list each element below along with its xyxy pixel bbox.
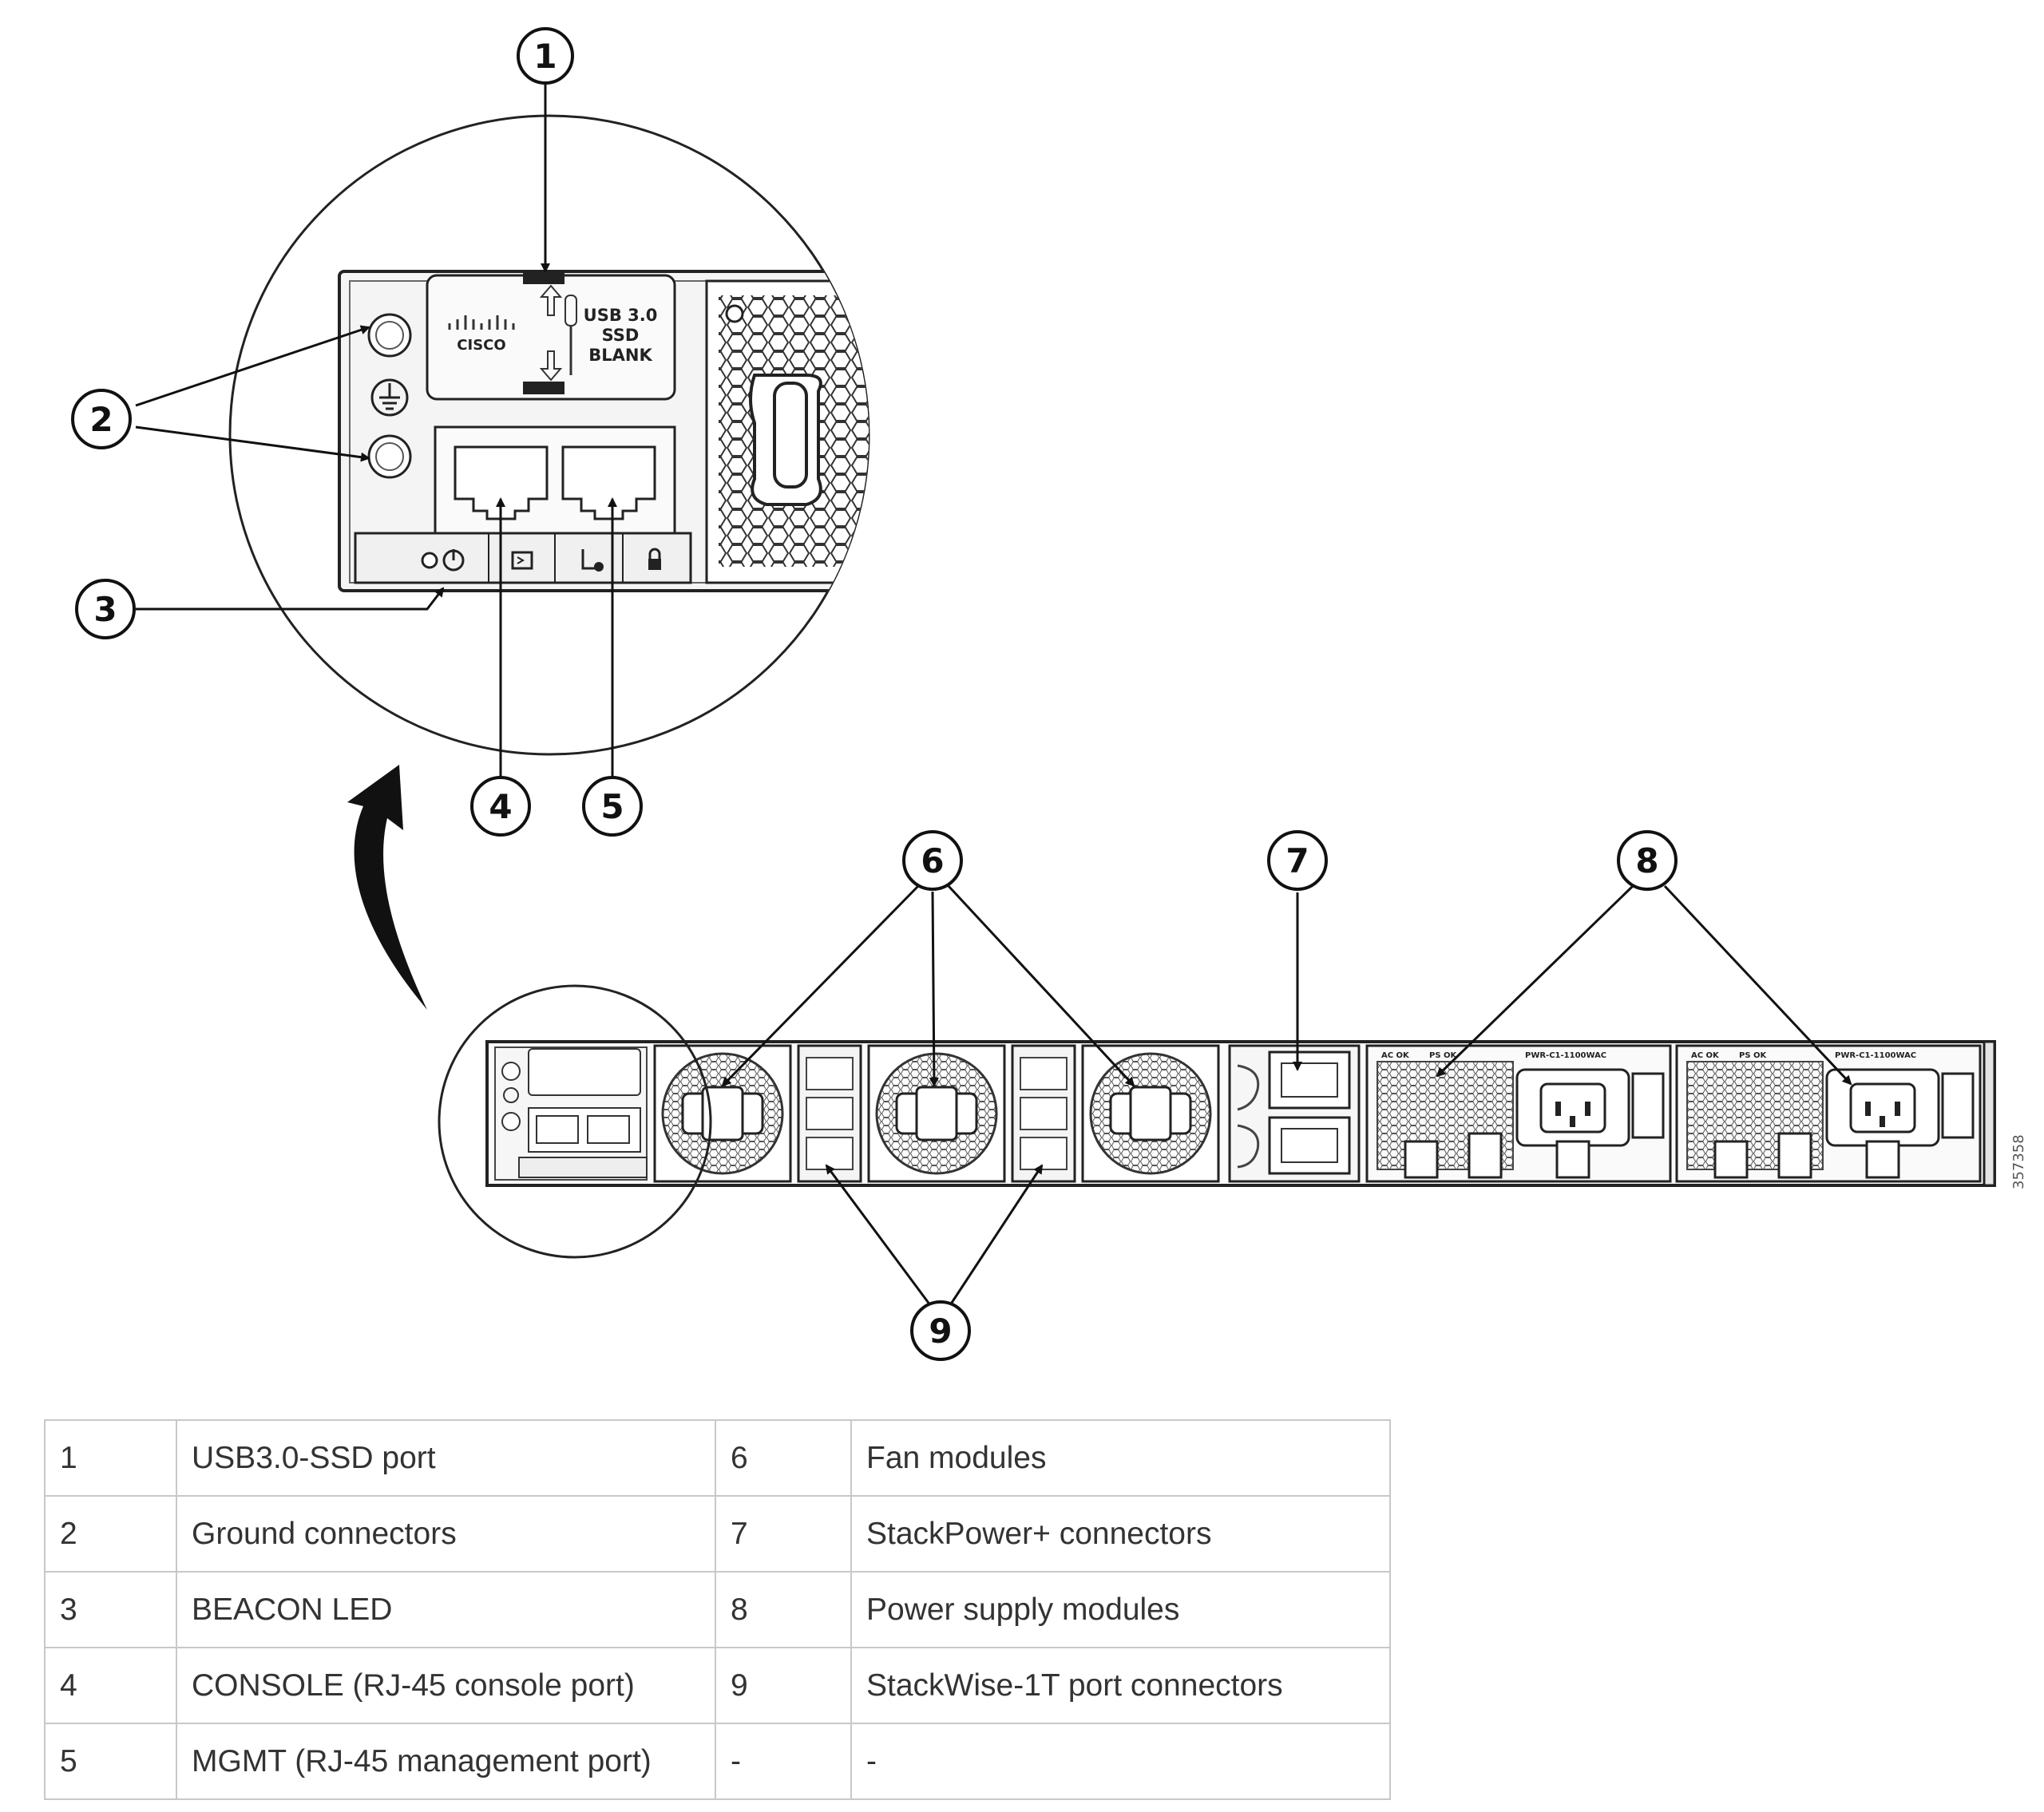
usb-label-line-2: SSD <box>602 326 640 345</box>
legend-desc: - <box>850 1723 1391 1800</box>
callout-5-label: 5 <box>600 787 624 826</box>
callout-9: 9 <box>910 1300 971 1361</box>
legend-num: 7 <box>715 1495 852 1573</box>
callout-7: 7 <box>1267 830 1328 891</box>
psu1-model-label: PWR-C1-1100WAC <box>1525 1051 1606 1060</box>
beacon-icon <box>442 549 465 572</box>
power-supply-module-2: AC OK PS OK PWR-C1-1100WAC <box>1675 1044 1982 1183</box>
zoom-fan-tray <box>705 279 869 584</box>
table-row: 3 BEACON LED 8 Power supply modules <box>44 1571 1391 1648</box>
stackwise-connector-2 <box>1011 1044 1076 1183</box>
psu2-ac-ok-label: AC OK <box>1691 1051 1720 1060</box>
legend-desc: USB3.0-SSD port <box>176 1419 716 1497</box>
legend-num: - <box>715 1723 852 1800</box>
callout-legend-table: 1 USB3.0-SSD port 6 Fan modules 2 Ground… <box>44 1419 1391 1800</box>
callout-8-label: 8 <box>1635 841 1658 880</box>
legend-num: 8 <box>715 1571 852 1648</box>
mini-control-panel <box>494 1046 648 1181</box>
legend-desc: Power supply modules <box>850 1571 1391 1648</box>
switch-rear-panel-figure: CISCO USB 3.0 SSD BLANK <box>71 27 2027 1361</box>
callout-1-label: 1 <box>533 37 557 76</box>
figure-id: 357358 <box>2010 1134 2027 1189</box>
arrow-down-icon <box>539 350 563 382</box>
cisco-logo-text: CISCO <box>457 337 505 354</box>
stackwise-connector-1 <box>797 1044 862 1183</box>
legend-desc: Fan modules <box>850 1419 1391 1497</box>
callout-3: 3 <box>75 579 136 639</box>
ground-connector-bottom <box>367 434 412 479</box>
rear-panel-diagram: CISCO USB 3.0 SSD BLANK <box>71 27 2027 1361</box>
callout-3-label: 3 <box>93 590 117 629</box>
callout-6-label: 6 <box>921 841 944 880</box>
fan-module-3 <box>1081 1044 1220 1183</box>
callout-2: 2 <box>71 389 132 449</box>
legend-desc: StackWise-1T port connectors <box>850 1647 1391 1724</box>
callout-6: 6 <box>902 830 963 891</box>
callout-2-label: 2 <box>89 400 113 439</box>
legend-num: 1 <box>44 1419 177 1497</box>
ground-connector-top <box>367 313 412 358</box>
legend-num: 3 <box>44 1571 177 1648</box>
fan-module-2 <box>867 1044 1006 1183</box>
psu2-model-label: PWR-C1-1100WAC <box>1835 1051 1916 1060</box>
screwdriver-icon <box>564 295 577 375</box>
callout-7-label: 7 <box>1285 841 1309 880</box>
callout-4: 4 <box>470 776 531 837</box>
console-symbol-icon <box>511 551 533 570</box>
usb-label-line-1: USB 3.0 <box>584 306 658 325</box>
usb-label-line-3: BLANK <box>588 346 652 365</box>
psu2-ps-ok-label: PS OK <box>1739 1051 1768 1060</box>
psu1-ac-ok-label: AC OK <box>1381 1051 1410 1060</box>
legend-desc: StackPower+ connectors <box>850 1495 1391 1573</box>
beacon-led <box>421 552 438 569</box>
legend-desc: MGMT (RJ-45 management port) <box>176 1723 716 1800</box>
legend-desc: BEACON LED <box>176 1571 716 1648</box>
callout-8: 8 <box>1617 830 1678 891</box>
ground-symbol-icon <box>370 378 409 417</box>
callout-9-label: 9 <box>929 1312 952 1351</box>
mgmt-symbol-icon <box>581 549 604 572</box>
legend-num: 4 <box>44 1647 177 1724</box>
leader-lines <box>135 81 1852 1306</box>
detail-circle <box>438 984 712 1259</box>
legend-num: 5 <box>44 1723 177 1800</box>
psu1-ps-ok-label: PS OK <box>1429 1051 1458 1060</box>
table-row: 2 Ground connectors 7 StackPower+ connec… <box>44 1495 1391 1573</box>
zoom-magnifier: CISCO USB 3.0 SSD BLANK <box>228 114 870 756</box>
legend-desc: CONSOLE (RJ-45 console port) <box>176 1647 716 1724</box>
lock-icon <box>648 548 661 570</box>
zoom-arrow-icon <box>347 765 427 1010</box>
callout-1: 1 <box>517 27 574 85</box>
legend-num: 6 <box>715 1419 852 1497</box>
switch-rear-panel: AC OK PS OK PWR-C1-1100WAC AC OK PS OK P… <box>438 984 1996 1259</box>
table-row: 4 CONSOLE (RJ-45 console port) 9 StackWi… <box>44 1647 1391 1724</box>
fan-module-1 <box>653 1044 792 1183</box>
power-supply-module-1: AC OK PS OK PWR-C1-1100WAC <box>1365 1044 1672 1183</box>
cisco-logo-icon: CISCO <box>448 315 515 354</box>
legend-num: 2 <box>44 1495 177 1573</box>
usb-ssd-blank: CISCO USB 3.0 SSD BLANK <box>426 271 676 401</box>
legend-desc: Ground connectors <box>176 1495 716 1573</box>
table-row: 1 USB3.0-SSD port 6 Fan modules <box>44 1419 1391 1497</box>
console-port <box>454 445 549 520</box>
callout-4-label: 4 <box>489 787 512 826</box>
arrow-up-icon <box>539 284 563 316</box>
legend-num: 9 <box>715 1647 852 1724</box>
table-row: 5 MGMT (RJ-45 management port) - - <box>44 1723 1391 1800</box>
stackpower-connectors <box>1228 1044 1361 1183</box>
mgmt-port <box>561 445 656 520</box>
callout-5: 5 <box>582 776 643 837</box>
